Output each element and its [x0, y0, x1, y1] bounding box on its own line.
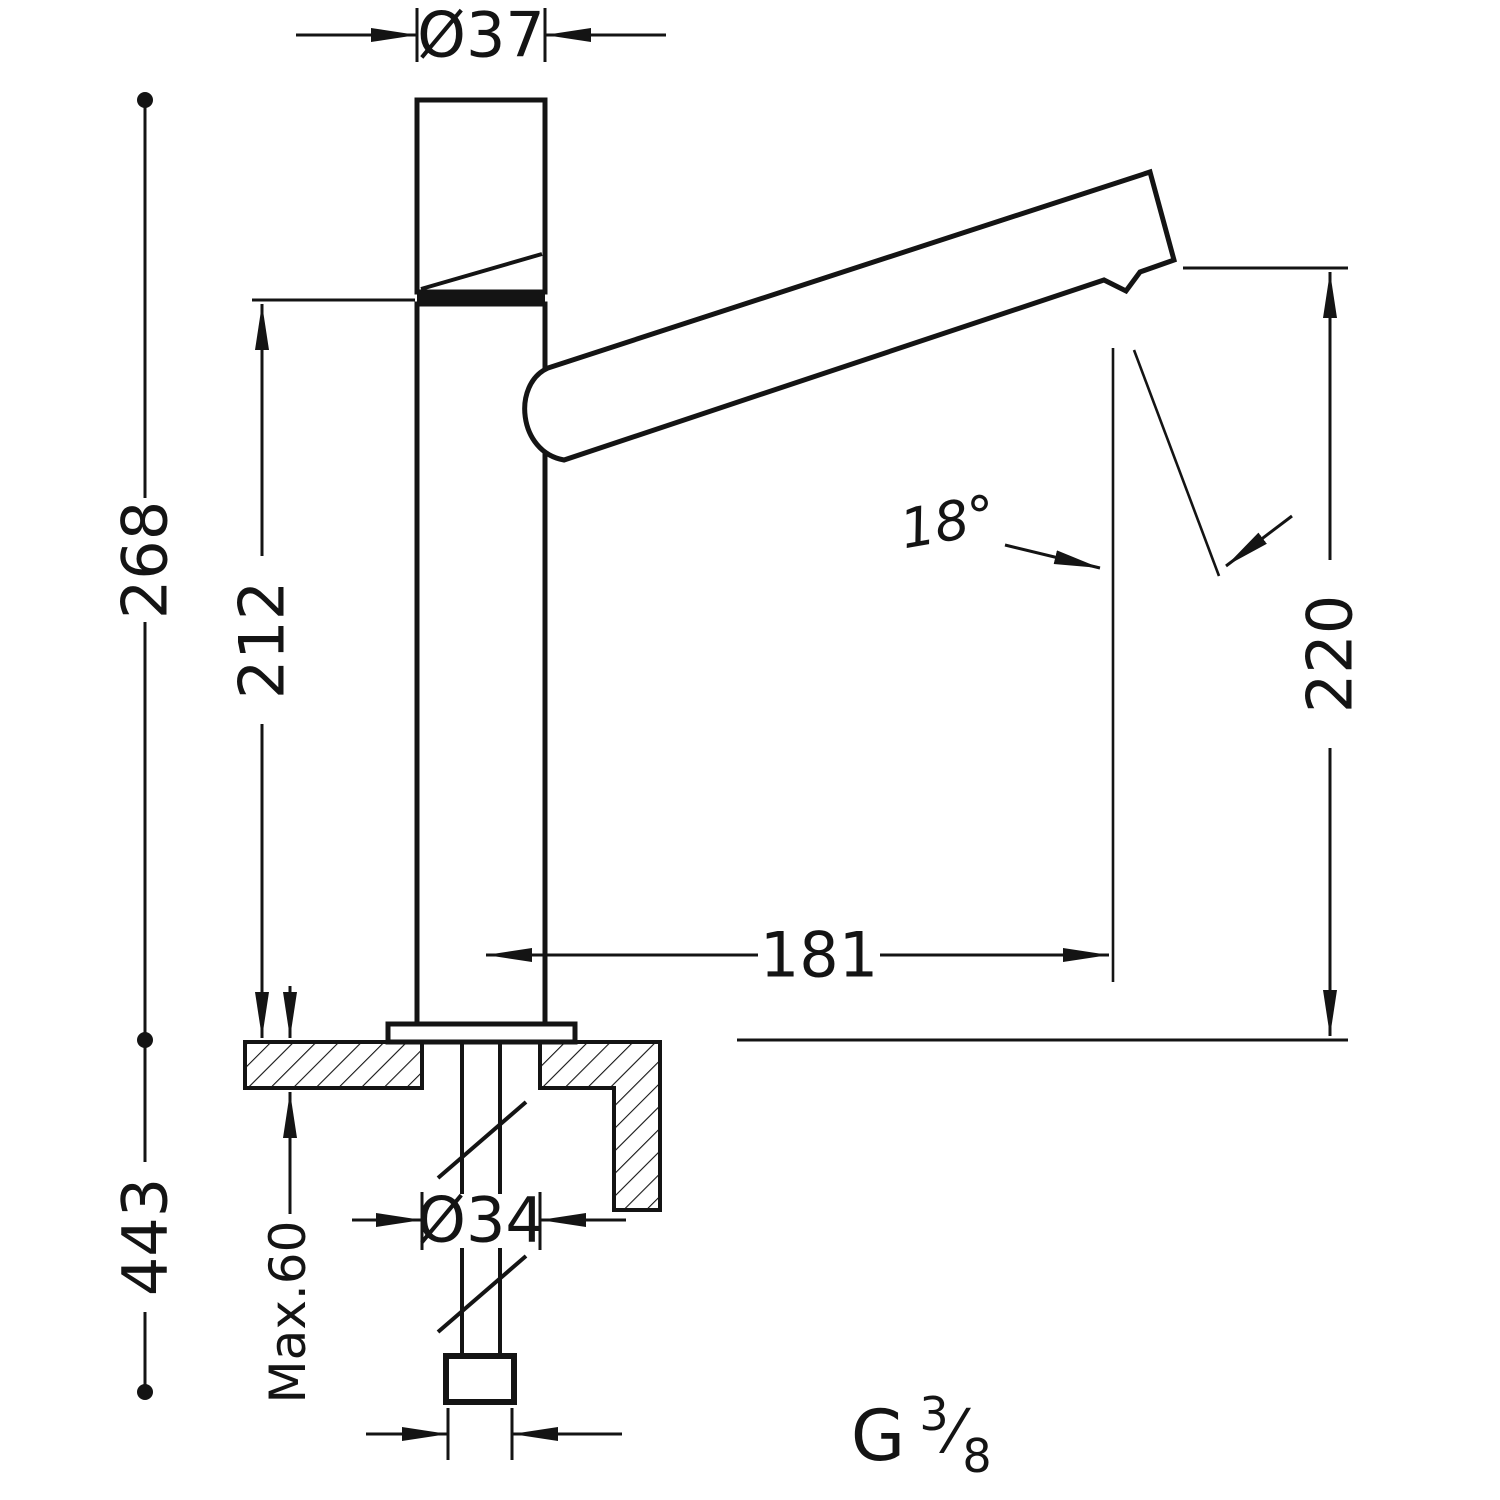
dim-body-height: 212 [226, 298, 415, 1038]
faucet-outline [385, 97, 1178, 1045]
joint-ring [417, 292, 545, 304]
dim-total-height-label: 443 [109, 1178, 182, 1296]
dim-max-thickness: Max.60 [259, 986, 317, 1403]
body-column [414, 301, 548, 1027]
angled-reference-line [1132, 349, 1221, 577]
dim-endpoint-dot [137, 1032, 153, 1048]
handle-seam-line [420, 252, 543, 291]
dim-left-heights: 268 443 [109, 92, 182, 1400]
dim-top-diameter: Ø37 [296, 0, 666, 72]
dim-spout-angle: 18° [895, 348, 1293, 982]
dim-hole-diameter: Ø34 [352, 1184, 626, 1257]
connection-thread-denominator: 8 [962, 1429, 991, 1483]
spout [522, 168, 1178, 463]
angle-leader-arrow [1004, 543, 1101, 570]
dim-spout-reach-label: 181 [760, 919, 878, 992]
counter-left-slab [243, 1040, 424, 1090]
connection-thread-numerator: 3 [919, 1387, 948, 1441]
connection-nut [443, 1353, 517, 1405]
dim-height-to-spout-label: 212 [226, 581, 299, 699]
angle-leader-arrow [1225, 514, 1293, 568]
connection-thread-letter: G [851, 1395, 905, 1477]
dim-outlet-height: 220 [737, 266, 1367, 1042]
dim-endpoint-dot [137, 92, 153, 108]
break-mark-upper [436, 1100, 528, 1180]
handle-cylinder [414, 97, 548, 295]
break-mark-lower [436, 1254, 528, 1334]
dim-spout-angle-label: 18° [895, 483, 1000, 562]
counter-right-slab [538, 1040, 662, 1212]
dim-max-thickness-label: Max.60 [259, 1221, 317, 1404]
label-mask [426, 1194, 536, 1248]
dimension-annotations: Ø37 268 443 212 220 [109, 0, 1367, 1483]
dim-top-diameter-label: Ø37 [417, 0, 545, 72]
dim-outlet-height-label: 220 [1294, 595, 1367, 713]
base-flange [385, 1021, 578, 1045]
dim-height-above-deck-label: 268 [109, 501, 182, 619]
dim-hole-diameter-label: Ø34 [417, 1184, 545, 1257]
dim-endpoint-dot [137, 1384, 153, 1400]
countertop-section [243, 1040, 662, 1212]
dim-spout-reach: 181 [486, 919, 1109, 992]
